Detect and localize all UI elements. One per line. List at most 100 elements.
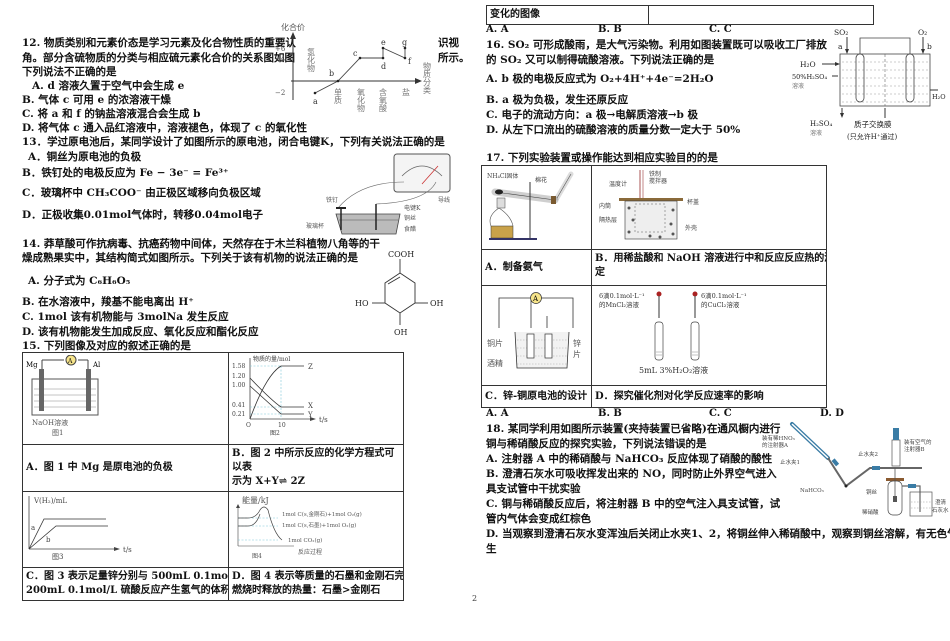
q12-cat-salt: 盐 [402,87,411,96]
q15-fig2-ytick-100: 1.00 [232,382,246,389]
q15-fig2-xlabel: t/s [319,416,328,424]
q15-fig1-solution-label: NaOH溶液 [32,418,68,427]
q12-option-c[interactable]: C. 将 a 和 f 的钠盐溶液混合会生成 b [22,108,201,120]
q15-answer-a[interactable]: A. A [486,24,509,35]
q17-option-a-cell[interactable]: A．制备氨气 [481,249,592,286]
q17-fig-a: NH₄Cl固体 棉花 [487,171,574,240]
q15-fig1-ammeter-label: A [67,358,73,365]
q18-label-syringe-b-2: 注射器B [904,445,925,453]
q13-stem: 13．学过原电池后，某同学设计了如图所示的原电池，闭合电键K，下列有关说法正确的… [22,136,445,148]
q16-option-b[interactable]: B. a 极为负极，发生还原反应 [486,94,629,106]
q15-option-b-cell[interactable]: B．图 2 中所示反应的化学方程式可以表示为 X+Y⇌ 2Z [228,444,404,492]
q16-label-b: b [927,42,932,51]
q15-option-b-line-2: 示为 X+Y⇌ 2Z [232,476,305,487]
q18-label-limewater-2: 石灰水 [932,506,949,514]
q15-option-d-continued-cell[interactable] [648,5,874,25]
q16-label-so2: SO₂ [834,28,848,37]
q15-option-a-cell[interactable]: A．图 1 中 Mg 是原电池的负极 [22,444,229,492]
q14-stem-line-1: 14. 莽草酸可作抗病毒、抗癌药物中间体，天然存在于木兰科植物八角等的干 [22,238,380,250]
q15-fig4-caption: 图4 [252,553,262,560]
q15-option-c-line-1: C．图 3 表示足量锌分别与 500mL 0.1mol/L 盐酸、 [26,571,228,582]
q16-option-d[interactable]: D. 从左下口流出的硫酸溶液的质量分数一定大于 50% [486,124,741,136]
q13-option-c[interactable]: C．玻璃杯中 CH₃COO⁻ 由正极区域移向负极区域 [22,187,261,199]
q15-option-c-continued: 变化的图像 [490,9,540,20]
q18-label-limewater-1: 澄清 [935,498,947,506]
q12-option-b[interactable]: B. 气体 c 可用 e 的浓溶液干燥 [22,94,171,106]
q15-option-d-cell[interactable]: D．图 4 表示等质量的石墨和金刚石完全燃烧时释放的热量：石墨>金刚石 [228,567,404,601]
q18-stem-line-2: 铜与稀硝酸反应的探究实验，下列说法错误的是 [486,438,707,450]
q14-option-b[interactable]: B. 在水溶液中，羧基不能电离出 H⁺ [22,296,194,308]
q15-fig1-cell: A Mg Al NaOH溶液 图1 [22,352,229,445]
q15-fig2: 物质的量/mol 1.58 1.20 1.00 0.41 0.21 O 10 t… [232,355,328,437]
q17-fig-d: 6滴0.1mol·L⁻¹ 的MnCl₂溶液 6滴0.1mol·L⁻¹ 的CuCl… [599,291,747,375]
q15-fig4-xlabel: 反应过程 [298,548,322,556]
q13-label-glass-cup: 玻璃杯 [306,222,324,230]
q16-label-membrane: 质子交换膜 [854,119,892,129]
q18-option-c[interactable]: C. 铜与稀硝酸反应后，将注射器 B 中的空气注入具支试管，试 [486,498,781,510]
q12-cat-element: 单质 [334,87,343,105]
q18-label-syringe-a-2: 的注射器A [762,441,789,449]
q17-fig-a-cell: NH₄Cl固体 棉花 [481,165,592,250]
q13-option-b[interactable]: B．铁钉处的电极反应为 Fe − 3e⁻ = Fe³⁺ [22,167,229,179]
q17-option-b-cell[interactable]: B．用稀盐酸和 NaOH 溶液进行中和反应反应热的测定 [591,249,827,286]
q17-option-b-line-2: 定 [595,267,605,278]
q17-fig-d-cell: 6滴0.1mol·L⁻¹ 的MnCl₂溶液 6滴0.1mol·L⁻¹ 的CuCl… [591,285,827,386]
q15-fig2-caption: 图2 [270,430,280,437]
q15-fig2-cell: 物质的量/mol 1.58 1.20 1.00 0.41 0.21 O 10 t… [228,352,404,445]
q17-fig-b-label-stirrer: 搅拌器 [649,177,667,185]
q18-option-a[interactable]: A. 注射器 A 中的稀硝酸与 NaHCO₃ 反应体现了硝酸的酸性 [486,453,773,465]
q17-answer-c[interactable]: C. C [709,408,732,419]
q17-table: NH₄Cl固体 棉花 温度计 铁制 搅拌器 内筒 杯盖 隔热层 [481,165,827,408]
q17-fig-b-label-inner-cup: 内筒 [599,202,611,210]
q14-shikimic-acid-structure: COOH HO OH OH [355,250,444,337]
q18-option-b[interactable]: B. 澄清石灰水可吸收挥发出来的 NO，同时防止外界空气进入 [486,468,777,480]
q15-option-c-cell[interactable]: C．图 3 表示足量锌分别与 500mL 0.1mol/L 盐酸、200mL 0… [22,567,229,601]
q14-option-d[interactable]: D. 该有机物能发生加成反应、氧化反应和酯化反应 [22,326,259,338]
q18-apparatus-figure: 装有稀HNO₃ 的注射器A 止水夹1 NaHCO₃ 止水夹2 装有空气的 注射器… [762,422,949,517]
q17-fig-d-label-mn-conc: 6滴0.1mol·L⁻¹ [599,291,645,300]
q17-option-d-cell[interactable]: D．探究催化剂对化学反应速率的影响 [591,385,827,408]
q14-option-c[interactable]: C. 1mol 该有机物能与 3molNa 发生反应 [22,311,229,323]
q15-fig2-series-x: X [308,402,313,410]
q12-cat-hydride: 氢化物 [307,47,316,73]
q14-option-a[interactable]: A. 分子式为 C₆H₆O₅ [28,275,131,287]
q15-option-c-continued-cell[interactable]: 变化的图像 [486,5,649,25]
q12-stem-line-3: 下列说法不正确的是 [22,66,117,78]
q18-label-clamp-1: 止水夹1 [780,458,800,466]
q15-answer-c[interactable]: C. C [709,24,732,35]
q12-option-d[interactable]: D. 将气体 c 通入品红溶液中，溶液褪色，体现了 c 的氧化性 [22,122,307,134]
q16-option-a[interactable]: A. b 极的电极反应式为 O₂+4H⁺+4e⁻=2H₂O [486,73,714,85]
q15-fig1-al-label: Al [92,361,101,369]
q15-fig2-ytick-158: 1.58 [232,363,246,370]
q12-option-a[interactable]: A. d 溶液久置于空气中会生成 e [32,80,185,92]
q18-stem-line-1: 18. 某同学利用如图所示装置(夹持装置已省略)在通风橱内进行 [486,423,781,435]
q14-stem-line-2: 燥成熟果实中，其结构简式如图所示。下列关于该有机物的说法正确的是 [22,252,358,264]
q15-stem: 15. 下列图像及对应的叙述正确的是 [22,340,191,352]
q15-answer-b[interactable]: B. B [598,24,622,35]
q18-option-d[interactable]: D. 当观察到澄清石灰水变浑浊后关闭止水夹1、2，将铜丝伸入稀硝酸中，观察到铜丝… [486,528,950,540]
q16-option-c[interactable]: C. 电子的流动方向：a 极→电解质溶液→b 极 [486,109,699,121]
q17-answer-a[interactable]: A. A [486,408,509,419]
q18-option-c-cont: 管内气体会变成红棕色 [486,513,591,525]
q13-option-a[interactable]: A．铜丝为原电池的负极 [28,151,142,163]
q17-fig-d-label-cucl2: 的CuCl₂溶液 [701,300,740,309]
q17-answer-b[interactable]: B. B [598,408,622,419]
q15-fig3: V(H₂)/mL a b t/s 图3 [28,496,132,561]
q12-point-d: d [381,62,386,71]
q15-fig4: 能量/kJ 1mol C(s,金刚石)+1mol O₂(g) 1mol C(s,… [236,495,362,560]
q18-label-dilute-hno3: 稀硝酸 [862,508,879,516]
q13-option-d[interactable]: D．正极收集0.01mol气体时，转移0.04mol电子 [22,209,263,221]
q14-label-oh-right: OH [430,299,444,308]
q13-label-iron-nail: 铁钉 [326,196,338,204]
q17-fig-c-label-zinc-2: 片 [573,349,581,359]
q18-label-nahco3: NaHCO₃ [800,488,824,494]
page-number: 2 [472,594,478,603]
q17-fig-b-label-shell: 外壳 [685,224,697,232]
q16-label-o2: O₂ [918,28,927,37]
q17-option-c-cell[interactable]: C．锌-铜原电池的设计 [481,385,592,408]
q12-stem-right-1: 识视 [438,37,459,49]
q15-fig3-series-a: a [31,524,35,532]
q17-answer-d[interactable]: D. D [820,408,844,419]
q14-label-oh-bottom: OH [394,328,408,337]
q12-ytick-m2: −2 [275,89,285,97]
